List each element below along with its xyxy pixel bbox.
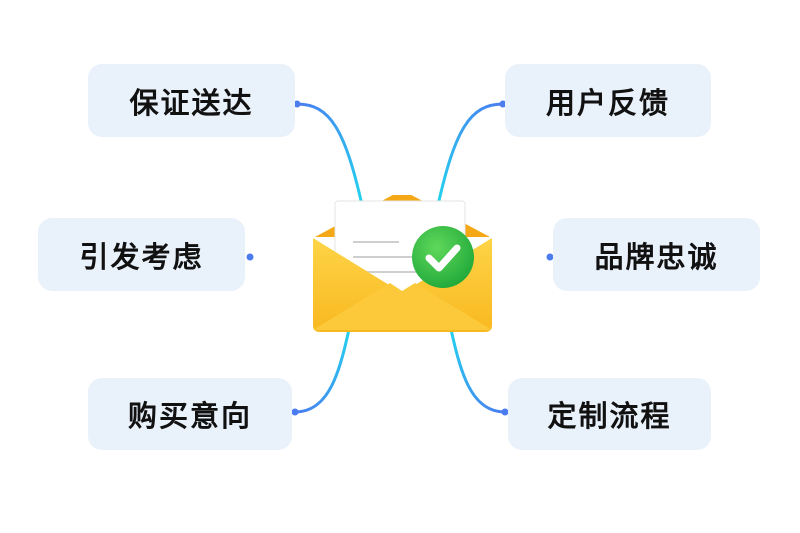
link-dot: [499, 100, 507, 108]
link-dot: [291, 408, 299, 416]
node-guaranteed-delivery: 保证送达: [88, 64, 295, 137]
node-brand-loyalty: 品牌忠诚: [553, 218, 760, 291]
node-trigger-consideration: 引发考虑: [38, 218, 245, 291]
link-bottom-left: [293, 323, 352, 414]
link-dot: [293, 100, 301, 108]
envelope-check-icon: [313, 195, 492, 332]
link-dot: [246, 253, 254, 261]
node-purchase-intent: 购买意向: [88, 378, 292, 450]
node-user-feedback: 用户反馈: [505, 64, 711, 137]
link-top-left: [295, 102, 364, 207]
node-custom-process: 定制流程: [508, 378, 711, 450]
link-dot: [546, 253, 554, 261]
link-dot: [501, 408, 509, 416]
link-bottom-right: [448, 323, 507, 414]
link-top-right: [436, 102, 505, 207]
